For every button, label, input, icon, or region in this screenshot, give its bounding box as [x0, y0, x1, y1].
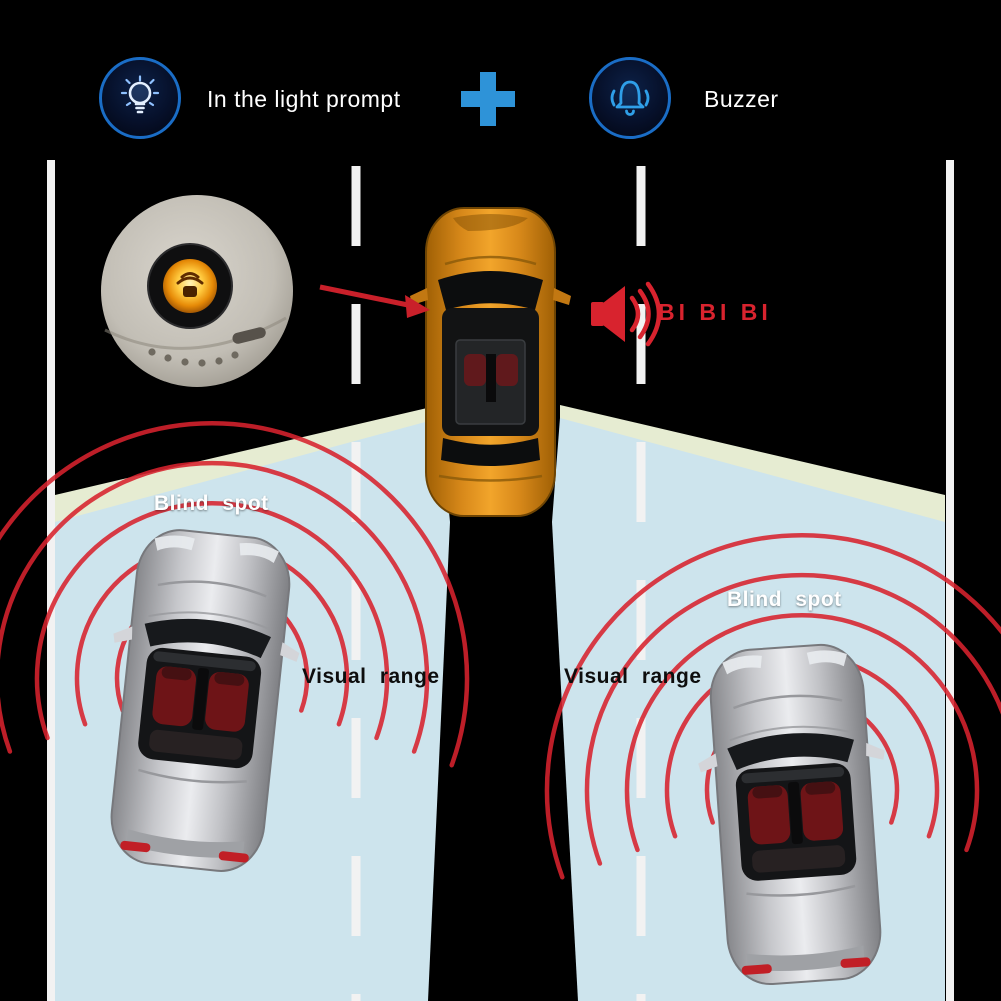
buzzer-badge [589, 57, 671, 139]
bell-icon [610, 80, 650, 116]
monitoring-car [410, 207, 571, 517]
blind-spot-label-left: Blind spot [154, 492, 269, 515]
visual-range-label-left: Visual range [302, 665, 440, 688]
inset-grille-dots [148, 348, 239, 367]
buzzer-sound-text: BI BI BI [658, 299, 772, 325]
plus-horizontal-bar [461, 91, 515, 107]
visual-range-label-right: Visual range [564, 665, 702, 688]
pointer-arrow [319, 284, 430, 318]
plus-icon [461, 72, 515, 126]
buzzer-label: Buzzer [704, 86, 779, 112]
lightbulb-icon [120, 75, 160, 114]
light-prompt-badge [99, 57, 181, 139]
light-prompt-label: In the light prompt [207, 86, 401, 112]
blind-spot-indicator-inset [101, 195, 293, 387]
blind-spot-label-right: Blind spot [727, 588, 842, 611]
speaker-icon [591, 281, 662, 347]
